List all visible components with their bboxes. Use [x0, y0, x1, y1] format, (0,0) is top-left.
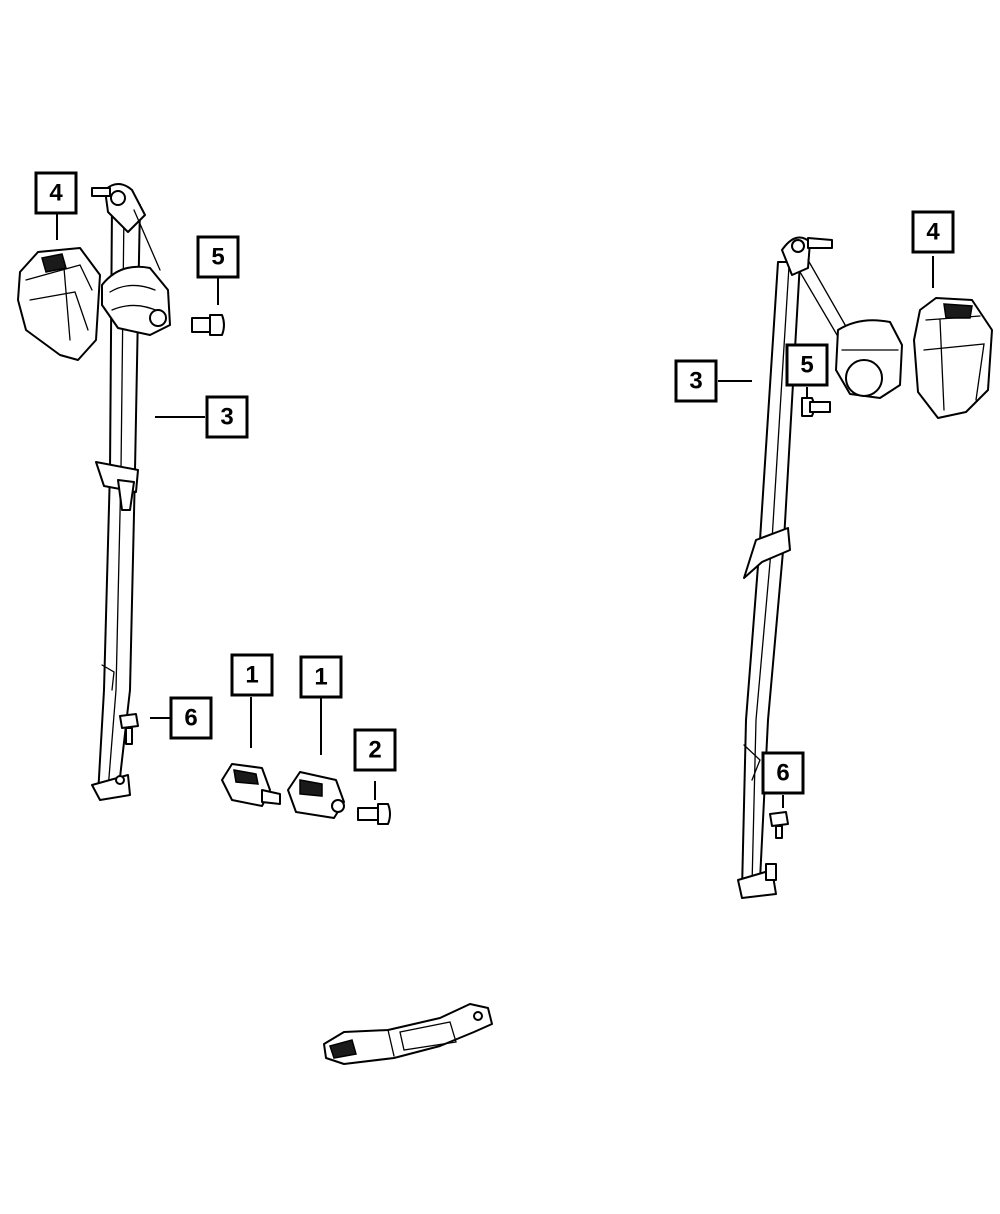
- callout-center-1a: 1: [230, 653, 274, 697]
- right-bolt-5: [801, 397, 831, 417]
- bolt-2: [357, 803, 391, 825]
- svg-text:4: 4: [926, 219, 940, 246]
- callout-center-1b: 1: [299, 655, 343, 699]
- right-seat-belt-assembly: [737, 236, 993, 899]
- buckle-1-left: [221, 763, 281, 807]
- svg-text:1: 1: [245, 662, 258, 689]
- callout-leaders: [56, 214, 934, 808]
- callout-right-5: 5: [785, 343, 829, 387]
- callout-left-3: 3: [205, 395, 249, 439]
- callout-left-6: 6: [169, 696, 213, 740]
- svg-text:4: 4: [49, 180, 63, 207]
- right-trim-cover: [913, 297, 993, 419]
- left-bolt-6: [119, 713, 139, 745]
- svg-text:3: 3: [689, 368, 702, 395]
- center-lap-buckle-strap: [323, 1003, 493, 1065]
- svg-text:2: 2: [368, 737, 381, 764]
- left-bolt-5: [191, 314, 225, 336]
- svg-text:1: 1: [314, 664, 327, 691]
- svg-text:6: 6: [776, 760, 789, 787]
- svg-text:6: 6: [184, 705, 197, 732]
- callout-center-2: 2: [353, 728, 397, 772]
- svg-text:5: 5: [800, 352, 813, 379]
- right-bolt-6: [769, 811, 789, 839]
- callout-right-4: 4: [911, 210, 955, 254]
- svg-text:5: 5: [211, 244, 224, 271]
- buckle-1-right: [287, 771, 345, 819]
- svg-text:3: 3: [220, 404, 233, 431]
- left-trim-cover: [17, 247, 101, 361]
- callout-right-6: 6: [761, 751, 805, 795]
- callout-right-3: 3: [674, 359, 718, 403]
- callout-left-5: 5: [196, 235, 240, 279]
- callout-left-4: 4: [34, 171, 78, 215]
- center-buckles-group: [221, 763, 391, 825]
- left-seat-belt-assembly: [17, 183, 225, 801]
